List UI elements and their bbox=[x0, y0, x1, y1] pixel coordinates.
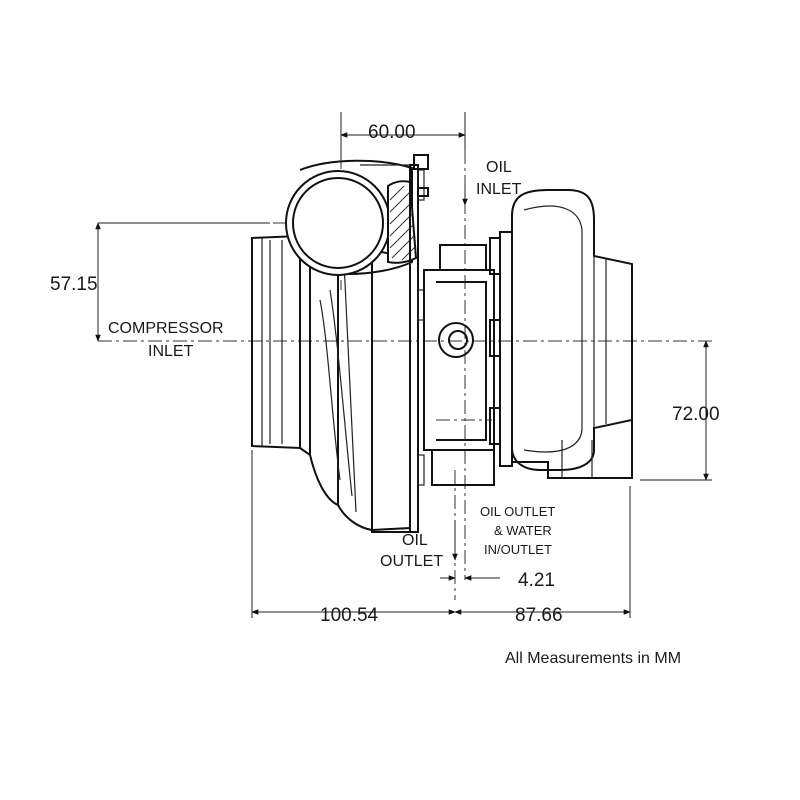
dim-left-length: 100.54 bbox=[320, 605, 379, 626]
oil-outlet-label-1: OIL bbox=[402, 532, 428, 549]
compressor-housing bbox=[251, 230, 411, 533]
dim-compressor-inlet-height: 57.15 bbox=[50, 274, 98, 295]
compressor-inlet-label-1: COMPRESSOR bbox=[108, 320, 224, 337]
oil-water-label-2: & WATER bbox=[494, 523, 552, 538]
compressor-inlet-label-2: INLET bbox=[148, 343, 194, 360]
oil-inlet-label-2: INLET bbox=[476, 181, 522, 198]
turbine-housing bbox=[489, 189, 633, 479]
dimension-labels: 60.00 57.15 72.00 100.54 87.66 4.21 bbox=[50, 122, 720, 626]
center-housing bbox=[423, 244, 495, 486]
callout-labels: OIL INLET COMPRESSOR INLET OIL OUTLET OI… bbox=[108, 159, 555, 570]
oil-inlet-label-1: OIL bbox=[486, 159, 512, 176]
compressor-outlet bbox=[285, 159, 413, 276]
dimension-lines bbox=[95, 112, 712, 618]
measurement-note: All Measurements in MM bbox=[505, 650, 681, 667]
oil-outlet-label-2: OUTLET bbox=[380, 553, 443, 570]
oil-water-label-3: IN/OUTLET bbox=[484, 542, 552, 557]
oil-water-label-1: OIL OUTLET bbox=[480, 504, 555, 519]
dim-small-offset: 4.21 bbox=[518, 570, 555, 591]
dim-right-length: 87.66 bbox=[515, 605, 563, 626]
dim-top-width: 60.00 bbox=[368, 122, 416, 143]
dim-turbine-height: 72.00 bbox=[672, 404, 720, 425]
clamp-section bbox=[387, 180, 418, 264]
